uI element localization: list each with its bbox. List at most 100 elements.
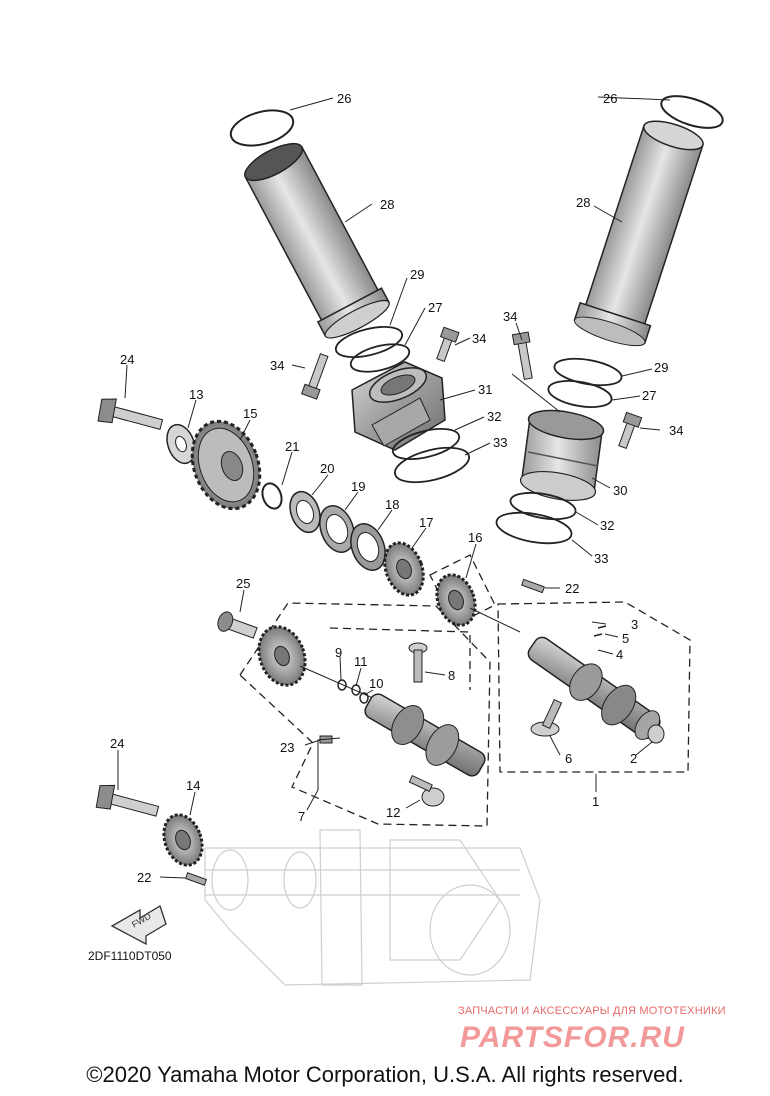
bolt-34-right-b — [618, 411, 643, 450]
callout-16: 16 — [468, 530, 482, 545]
callout-21: 21 — [285, 439, 299, 454]
callout-15: 15 — [243, 406, 257, 421]
circlip-21 — [261, 482, 283, 510]
camshaft-mid — [364, 693, 486, 777]
gear-14 — [162, 813, 204, 867]
callout-34-left-b: 34 — [472, 331, 486, 346]
shaft-axis-line — [469, 607, 521, 633]
callout-32-left: 32 — [487, 409, 501, 424]
callout-22-lower: 22 — [137, 870, 151, 885]
callout-30: 30 — [613, 483, 627, 498]
bolt-34-left-a — [300, 353, 329, 400]
callout-34-right-a: 34 — [503, 309, 517, 324]
crankshaft-ghost — [204, 829, 541, 986]
callout-labels: 26 28 29 27 34 34 31 32 33 24 13 15 21 2… — [110, 91, 683, 885]
diagram-reference-code: 2DF1110DT050 — [88, 949, 172, 963]
callout-26-right: 26 — [603, 91, 617, 106]
bolt-25 — [217, 611, 258, 639]
dowel-pin-22-lower — [184, 872, 208, 886]
tube-28-left — [244, 142, 391, 339]
plate-20 — [289, 490, 321, 534]
callout-17: 17 — [419, 515, 433, 530]
right-tube-assembly — [495, 95, 724, 545]
callout-14: 14 — [186, 778, 200, 793]
watermark: ЗАПЧАСТИ И АКСЕССУАРЫ ДЛЯ МОТОТЕХНИКИ PA… — [458, 1005, 725, 1054]
leader-lines — [117, 96, 671, 879]
sleeve-30 — [519, 409, 605, 502]
bolt-34-right-a — [511, 331, 533, 380]
callout-25: 25 — [236, 576, 250, 591]
o-ring-32-right — [509, 491, 577, 521]
pin-8 — [408, 642, 428, 683]
camshaft-assembly-1 — [520, 578, 665, 744]
callout-4: 4 — [616, 647, 623, 662]
watermark-brand: PARTSFOR.RU — [460, 1021, 685, 1054]
callout-23: 23 — [280, 740, 294, 755]
callout-1: 1 — [592, 794, 599, 809]
callout-18: 18 — [385, 497, 399, 512]
pin-6 — [530, 698, 563, 737]
callout-13: 13 — [189, 387, 203, 402]
callout-31: 31 — [478, 382, 492, 397]
callout-10: 10 — [369, 676, 383, 691]
spring-3 — [597, 625, 607, 629]
callout-26-left: 26 — [337, 91, 351, 106]
callout-29-left: 29 — [410, 267, 424, 282]
o-ring-27-right — [547, 380, 613, 408]
ball-11 — [351, 684, 361, 696]
callout-27-left: 27 — [428, 300, 442, 315]
callout-12: 12 — [386, 805, 400, 820]
callout-34-right-b: 34 — [669, 423, 683, 438]
callout-29-right: 29 — [654, 360, 668, 375]
o-ring-27-left — [349, 343, 411, 373]
o-ring-29-left — [334, 326, 404, 358]
callout-11: 11 — [354, 654, 368, 669]
o-ring-26-left — [229, 109, 295, 147]
callout-24-upper: 24 — [120, 352, 134, 367]
callout-20: 20 — [320, 461, 334, 476]
pin-12 — [408, 774, 445, 807]
callout-6: 6 — [565, 751, 572, 766]
bolt-24-lower — [95, 784, 160, 817]
ring-10 — [359, 692, 369, 704]
o-ring-29-right — [553, 357, 623, 387]
plate-19 — [319, 505, 355, 553]
o-ring-33-left — [394, 446, 470, 484]
assembly-outline-1 — [497, 601, 691, 773]
callout-27-right: 27 — [642, 388, 656, 403]
bolt-34-left-b — [436, 326, 460, 363]
callout-19: 19 — [351, 479, 365, 494]
bolt-24-upper — [97, 398, 164, 430]
callout-34-left-a: 34 — [270, 358, 284, 373]
callout-33-right: 33 — [594, 551, 608, 566]
callout-9: 9 — [335, 645, 342, 660]
gear-train-upper — [97, 398, 425, 597]
camshaft-assembly-7 — [217, 611, 486, 807]
callout-8: 8 — [448, 668, 455, 683]
callout-3: 3 — [631, 617, 638, 632]
plug-2 — [647, 724, 665, 744]
callout-22-upper: 22 — [565, 581, 579, 596]
tube-28-right — [573, 120, 704, 347]
fwd-arrow-icon: FWD — [110, 905, 167, 946]
spring-9 — [337, 679, 347, 691]
callout-32-right: 32 — [600, 518, 614, 533]
callout-28-left: 28 — [380, 197, 394, 212]
gear-decomp — [257, 625, 307, 687]
plate-18 — [350, 523, 386, 571]
gear-16 — [435, 573, 477, 627]
washer-13 — [166, 423, 196, 465]
o-ring-26-right — [660, 95, 724, 129]
callout-7: 7 — [298, 809, 305, 824]
gear-train-lower — [95, 784, 541, 986]
gear-15 — [190, 419, 262, 511]
camshaft-4 — [527, 636, 661, 740]
callout-33-left: 33 — [493, 435, 507, 450]
ball-5 — [593, 633, 603, 637]
copyright-notice: ©2020 Yamaha Motor Corporation, U.S.A. A… — [86, 1062, 684, 1087]
callout-28-right: 28 — [576, 195, 590, 210]
callout-24-lower: 24 — [110, 736, 124, 751]
housing-31 — [351, 361, 446, 451]
callout-5: 5 — [622, 631, 629, 646]
